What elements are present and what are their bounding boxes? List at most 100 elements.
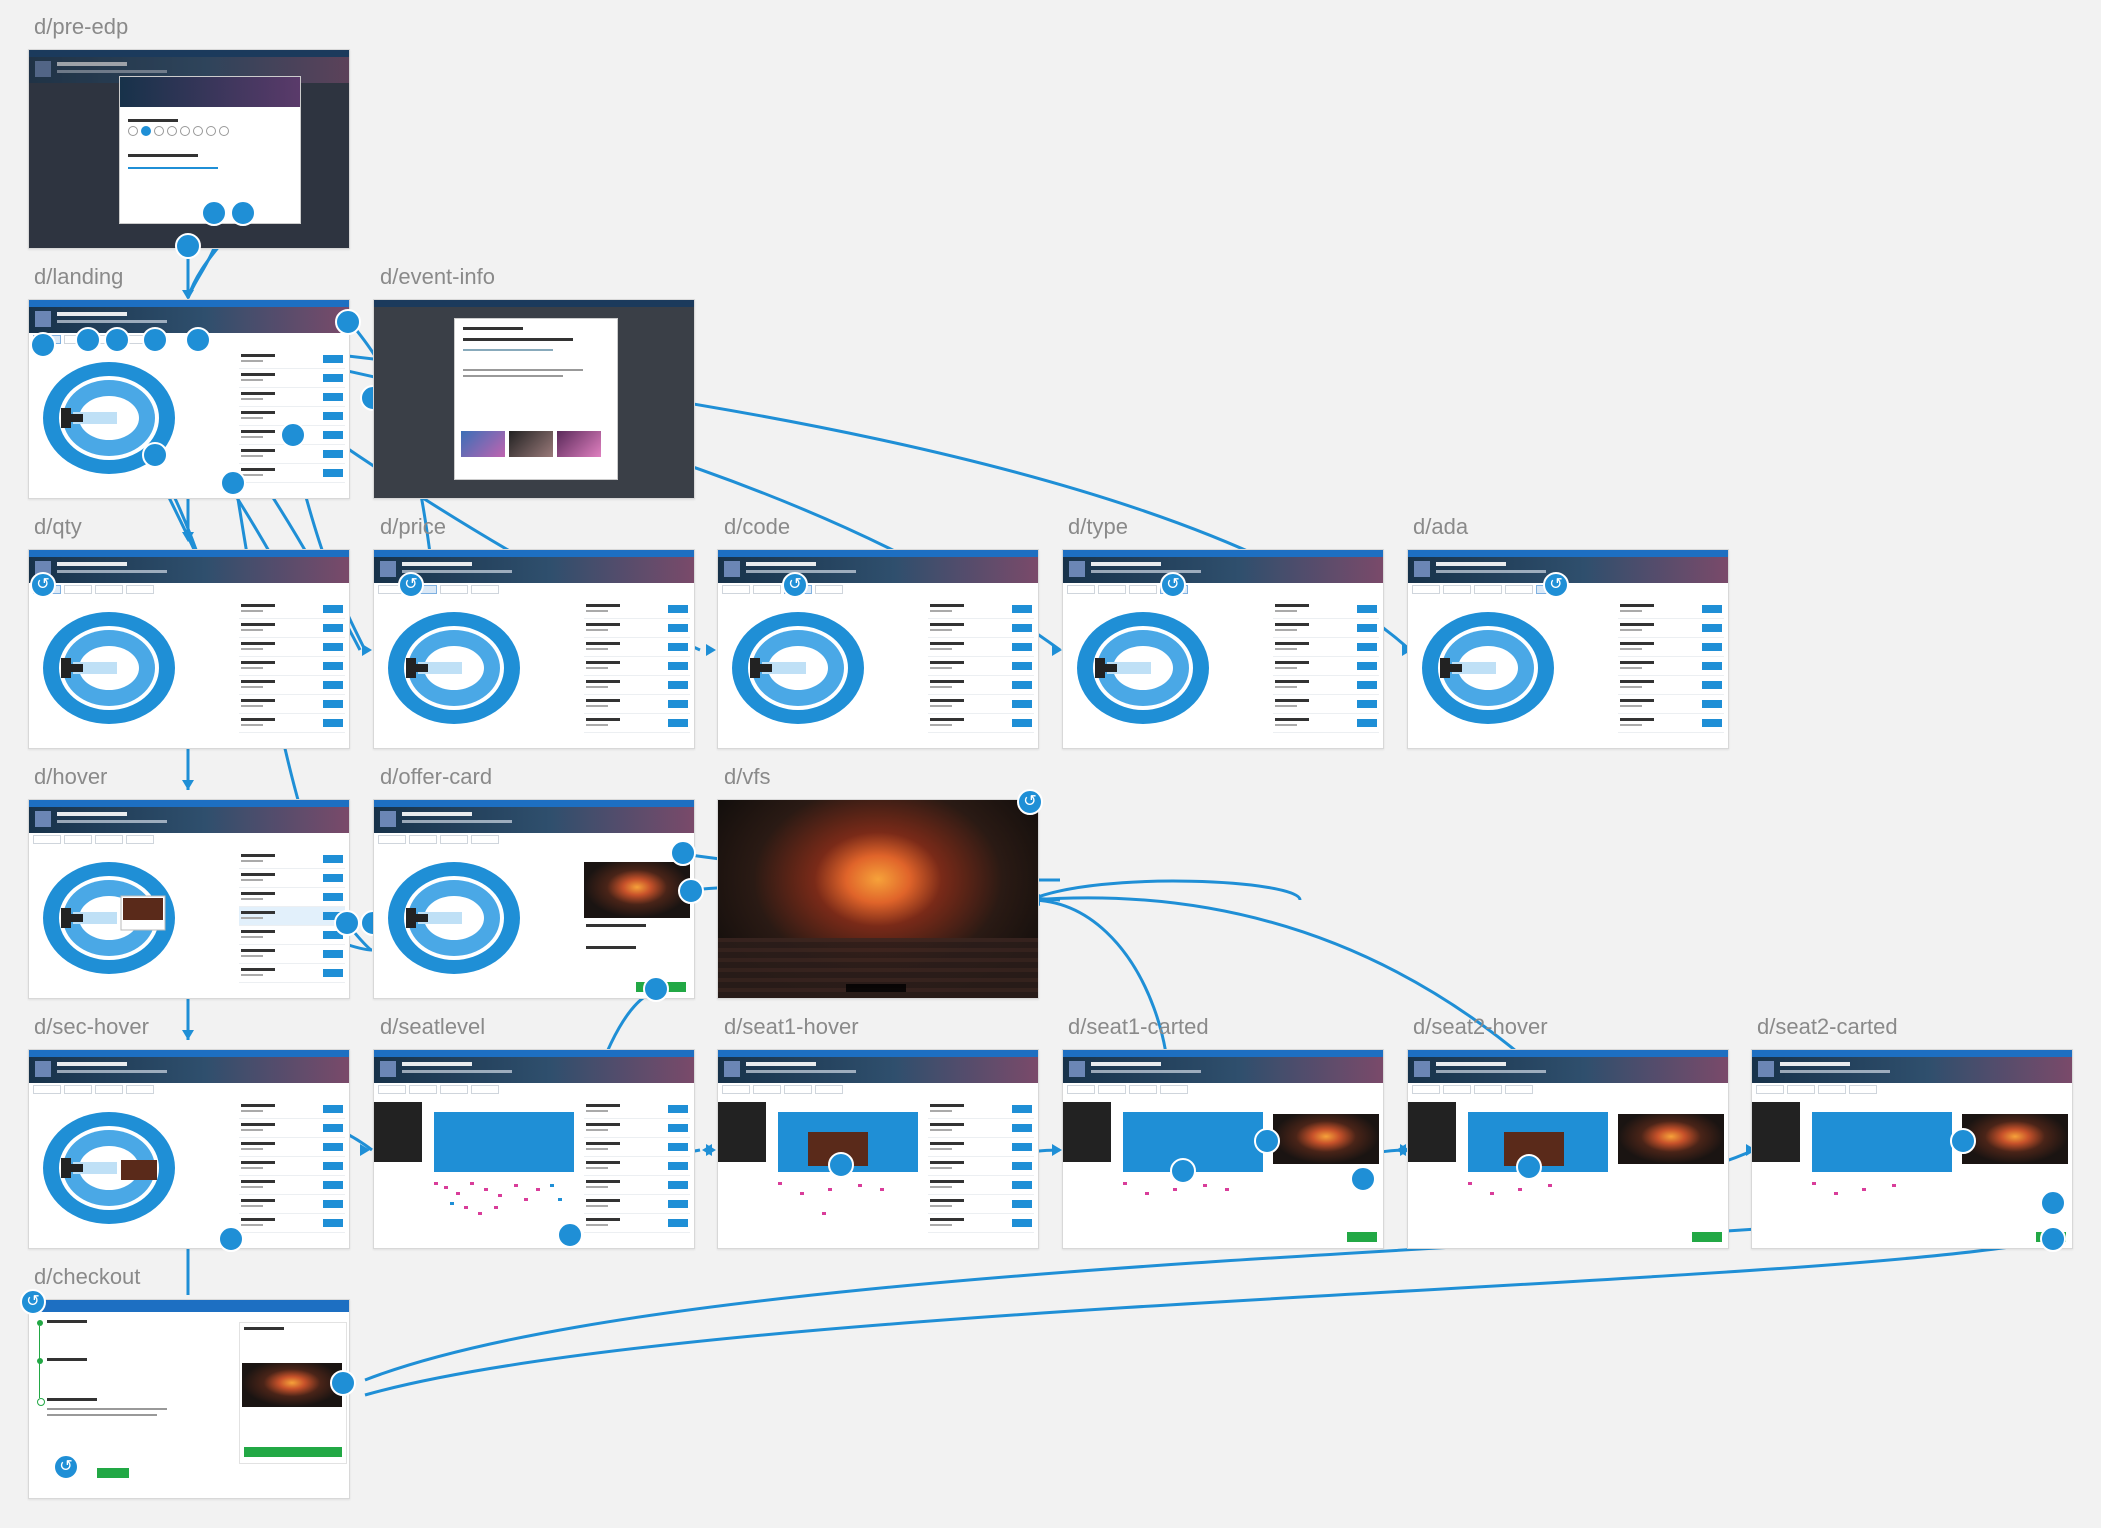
listing-panel (584, 600, 690, 733)
listing-panel (239, 350, 345, 483)
hotspot-icon[interactable] (557, 1222, 583, 1248)
topbar (718, 1050, 1038, 1057)
frame-sec-hover[interactable] (28, 1049, 350, 1249)
topbar (374, 800, 694, 807)
venue-map (43, 362, 175, 474)
venue-map (1077, 612, 1209, 724)
back-arrow-icon[interactable]: ↺ (398, 572, 424, 598)
filter-bar (29, 583, 349, 599)
frame-type[interactable] (1062, 549, 1384, 749)
back-arrow-icon[interactable]: ↺ (30, 572, 56, 598)
banner (1408, 557, 1728, 583)
back-arrow-icon[interactable]: ↺ (20, 1289, 46, 1315)
frame-event-info[interactable] (373, 299, 695, 499)
hotspot-icon[interactable] (30, 332, 56, 358)
topbar (1408, 550, 1728, 557)
frame-qty[interactable] (28, 549, 350, 749)
frame-seat1-carted[interactable] (1062, 1049, 1384, 1249)
topbar (374, 550, 694, 557)
hotspot-icon[interactable] (678, 878, 704, 904)
hotspot-icon[interactable] (280, 422, 306, 448)
banner (1752, 1057, 2072, 1083)
hotspot-icon[interactable] (230, 200, 256, 226)
frame-label-seatlevel: d/seatlevel (380, 1014, 486, 1039)
hotspot-icon[interactable] (220, 470, 246, 496)
topbar (29, 800, 349, 807)
banner (29, 1057, 349, 1083)
hotspot-icon[interactable] (75, 327, 101, 353)
hotspot-icon[interactable] (2040, 1226, 2066, 1252)
venue-map (43, 862, 175, 974)
hotspot-icon[interactable] (643, 976, 669, 1002)
hotspot-icon[interactable] (1516, 1154, 1542, 1180)
frame-pre-edp[interactable] (28, 49, 350, 249)
hotspot-icon[interactable] (142, 442, 168, 468)
frame-offer-card[interactable] (373, 799, 695, 999)
banner (1063, 557, 1383, 583)
frame-code[interactable] (717, 549, 1039, 749)
hotspot-icon[interactable] (1350, 1166, 1376, 1192)
topbar (718, 550, 1038, 557)
topbar (29, 1300, 349, 1312)
back-arrow-icon[interactable]: ↺ (782, 572, 808, 598)
frame-ada[interactable] (1407, 549, 1729, 749)
back-arrow-icon[interactable]: ↺ (1160, 572, 1186, 598)
filter-bar (374, 833, 694, 849)
hotspot-icon[interactable] (2040, 1190, 2066, 1216)
frame-label-vfs: d/vfs (724, 764, 771, 789)
banner (1063, 1057, 1383, 1083)
hotspot-icon[interactable] (104, 327, 130, 353)
frame-checkout[interactable] (28, 1299, 350, 1499)
back-arrow-icon[interactable]: ↺ (53, 1454, 79, 1480)
hotspot-icon[interactable] (1254, 1128, 1280, 1154)
frame-hover[interactable] (28, 799, 350, 999)
banner (29, 807, 349, 833)
hotspot-icon[interactable] (185, 327, 211, 353)
hotspot-icon[interactable] (1950, 1128, 1976, 1154)
frame-label-price: d/price (380, 514, 447, 539)
frame-seat2-hover[interactable] (1407, 1049, 1729, 1249)
frame-label-seat1-carted: d/seat1-carted (1068, 1014, 1209, 1039)
frame-price[interactable] (373, 549, 695, 749)
frame-label-landing: d/landing (34, 264, 124, 289)
hotspot-icon[interactable] (201, 200, 227, 226)
topbar (374, 1050, 694, 1057)
hotspot-icon[interactable] (1170, 1158, 1196, 1184)
listing-panel (928, 1100, 1034, 1233)
hotspot-icon[interactable] (335, 309, 361, 335)
frame-label-checkout: d/checkout (34, 1264, 141, 1289)
hotspot-icon[interactable] (218, 1226, 244, 1252)
filter-bar (718, 583, 1038, 599)
hotspot-icon[interactable] (670, 840, 696, 866)
filter-bar (1408, 1083, 1728, 1099)
filter-bar (1752, 1083, 2072, 1099)
listing-panel (239, 850, 345, 983)
frame-label-code: d/code (724, 514, 791, 539)
hotspot-icon[interactable] (828, 1152, 854, 1178)
hotspot-icon[interactable] (330, 1370, 356, 1396)
frame-label-hover: d/hover (34, 764, 108, 789)
view-from-seat-photo (584, 862, 690, 918)
filter-bar (29, 1083, 349, 1099)
topbar (29, 50, 349, 57)
topbar (29, 1050, 349, 1057)
hotspot-icon[interactable] (142, 327, 168, 353)
cart-seat-photo (1618, 1114, 1724, 1164)
frame-seat2-carted[interactable] (1751, 1049, 2073, 1249)
back-arrow-icon[interactable]: ↺ (1543, 572, 1569, 598)
quantity-modal (119, 76, 301, 224)
hotspot-icon[interactable] (334, 910, 360, 936)
frame-vfs[interactable] (717, 799, 1039, 999)
venue-map (43, 1112, 175, 1224)
frame-label-offer-card: d/offer-card (380, 764, 493, 789)
hotspot-icon[interactable] (175, 233, 201, 259)
topbar (29, 300, 349, 307)
frame-label-sec-hover: d/sec-hover (34, 1014, 149, 1039)
frame-seatlevel[interactable] (373, 1049, 695, 1249)
venue-map (388, 612, 520, 724)
cart-seat-photo (1962, 1114, 2068, 1164)
frame-seat1-hover[interactable] (717, 1049, 1039, 1249)
frame-label-event-info: d/event-info (380, 264, 495, 289)
filter-bar (374, 1083, 694, 1099)
back-arrow-icon[interactable]: ↺ (1017, 789, 1043, 815)
